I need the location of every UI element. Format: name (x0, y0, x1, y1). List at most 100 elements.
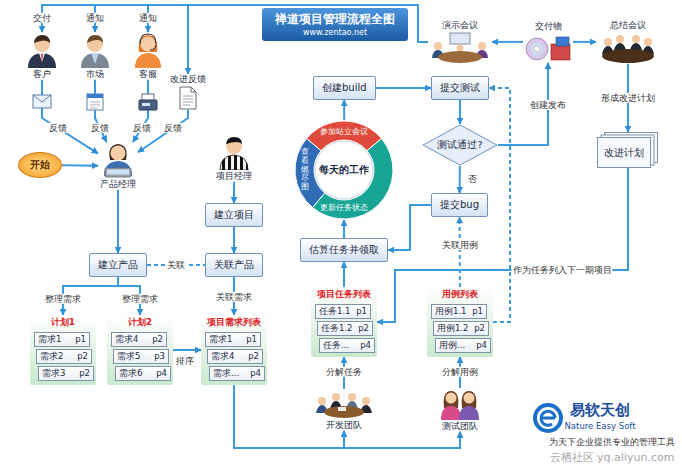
node-label: 交付物 (535, 21, 562, 32)
process-box: 关联产品 (205, 253, 263, 277)
node-label: 产品经理 (100, 179, 136, 190)
figure-icon (130, 32, 166, 68)
edge-label: 反馈 (90, 123, 110, 133)
flow-connector (343, 262, 345, 287)
node-label: 测试通过? (437, 139, 482, 150)
list-item: 任务1.2 p2 (317, 321, 373, 336)
figure-icon (428, 32, 492, 64)
process-box: 建立产品 (89, 253, 147, 277)
flow-connector (173, 349, 201, 351)
list-item: 需求3p2 (38, 366, 94, 381)
figure-icon (438, 388, 482, 420)
node-label: p4 (360, 340, 371, 350)
url-text: www.zentao.net (303, 28, 367, 37)
person-figure: 客户 (24, 32, 60, 80)
node-label: 需求1 (209, 334, 232, 344)
node-label: 演示会议 (442, 20, 478, 31)
list-panel: 计划1需求1p1需求2p2需求3p2 (30, 315, 96, 385)
document-stack: 改进计划 (597, 132, 659, 168)
node-label: 开发团队 (326, 420, 362, 431)
list-item: 用例... p4 (435, 338, 491, 353)
node-label: 用例1.2 (437, 323, 469, 333)
figure-icon (178, 86, 198, 110)
node-label: p2 (77, 351, 88, 361)
process-box: 创建build (313, 76, 376, 100)
list-item: 需求6p4 (115, 366, 171, 381)
tagline: 为天下企业提供专业的管理工具 (549, 437, 675, 447)
meeting-figure: 总结会议 (596, 20, 660, 64)
node-label: 建立项目 (214, 209, 254, 221)
watermark: 云栖社区 yq.aliyun.com (550, 452, 675, 465)
flow-connector (459, 166, 461, 193)
flow-connector (492, 41, 523, 43)
node-label: p2 (152, 334, 163, 344)
node-label: 任务1.2 (321, 323, 353, 333)
edge-label: 整理需求 (44, 294, 82, 304)
flow-connector (42, 80, 98, 153)
node-label: 查看燃尽图 (301, 148, 309, 192)
node-label: p2 (474, 323, 485, 333)
node-label: p1 (356, 306, 367, 316)
node-label: 改进反馈 (170, 74, 206, 85)
node-label: 测试团队 (442, 421, 478, 432)
flow-connector (233, 182, 235, 203)
node-label: p1 (246, 334, 257, 344)
node-label: 提交bug (440, 199, 479, 211)
node-label: 估算任务并领取 (309, 244, 379, 256)
node-label: p1 (472, 306, 483, 316)
edge-label: 反馈 (163, 123, 183, 133)
process-box: 提交测试 (431, 76, 489, 100)
node-label: p4 (156, 368, 167, 378)
process-box: 估算任务并领取 (300, 238, 388, 262)
person-figure: 项目经理 (216, 134, 252, 182)
diagram-title: 禅道项目管理流程全图 (275, 13, 395, 27)
list-item: 任务...p4 (319, 338, 375, 353)
flow-connector (343, 100, 345, 120)
edge-label: 整理需求 (121, 294, 159, 304)
node-label: 计划2 (107, 315, 173, 328)
node-label: 需求4 (211, 351, 234, 361)
node-label: 创建build (322, 82, 367, 94)
figure-icon (596, 32, 660, 64)
flow-connector (573, 41, 596, 43)
list-item: 需求1p1 (34, 332, 90, 347)
edge-label: 关联用例 (441, 240, 479, 250)
flow-connector (388, 205, 431, 250)
edge-label: 作为任务列入下一期项目 (512, 265, 613, 275)
node-label: 每天的工作 (294, 164, 394, 176)
node-label: 任务1.1 (319, 306, 351, 316)
start-ellipse: 开始 (18, 152, 62, 178)
edge-label: 反馈 (132, 123, 152, 133)
title-banner (262, 8, 408, 41)
node-label: 总结会议 (610, 20, 646, 31)
node-label: p4 (250, 368, 261, 378)
node-label: 项目任务列表 (311, 287, 377, 300)
flow-connector (343, 220, 345, 238)
company-logo (535, 405, 561, 431)
mail-icon (33, 95, 51, 108)
flow-connector (233, 227, 235, 253)
list-item: 需求1 p1 (205, 332, 261, 347)
node-label: 客服 (139, 69, 157, 80)
web-page-icon (87, 94, 103, 110)
node-label: 需求3 (42, 368, 65, 378)
node-label: p4 (476, 340, 487, 350)
node-label: p2 (248, 351, 259, 361)
daily-cycle: 每天的工作参加站立会议更新任务状态查看燃尽图 (294, 120, 394, 220)
figure-icon (24, 32, 60, 68)
person-figure: 市场 (77, 32, 113, 80)
node-label: 参加站立会议 (294, 127, 394, 137)
edge-label: 交付 (32, 13, 52, 23)
edge-label: 分解任务 (325, 367, 363, 377)
list-item: 需求4 p2 (207, 349, 263, 364)
team-figure: 开发团队 (312, 389, 376, 431)
node-label: 需求5 (117, 351, 140, 361)
flow-connector (117, 190, 119, 253)
list-item: 需求2p2 (36, 349, 92, 364)
node-label: p2 (358, 323, 369, 333)
flow-connector (188, 5, 428, 74)
node-label: p3 (154, 351, 165, 361)
list-item: 用例1.1p1 (431, 304, 487, 319)
flow-connector (377, 168, 628, 322)
node-label: 用例... (439, 340, 465, 350)
